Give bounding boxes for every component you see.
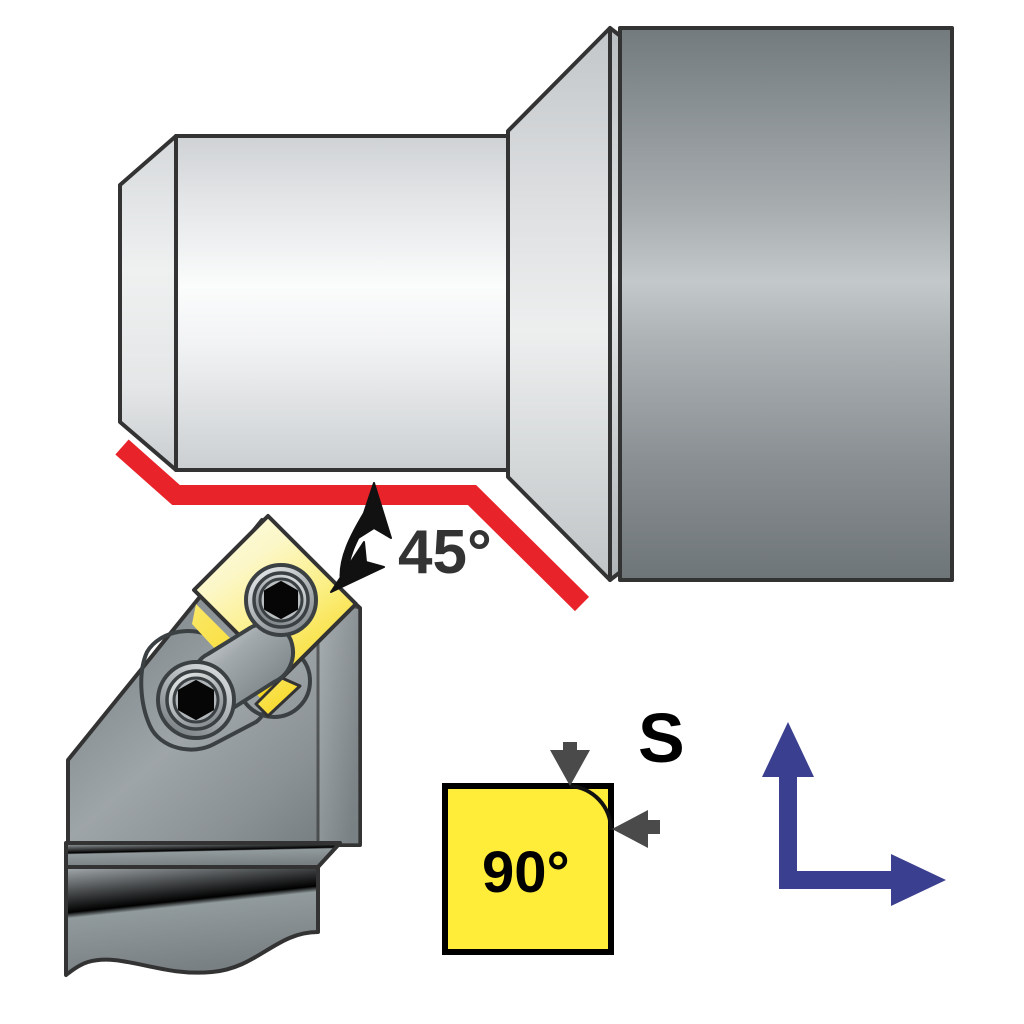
workpiece-group [118,26,954,582]
insert-detail-group [442,742,660,955]
workpiece-large-body [618,26,954,582]
insert-corner-angle-label: 90° [482,840,570,905]
axis-arrows-group [762,722,946,906]
workpiece-small-body [174,134,510,472]
upper-screw-hex-socket [264,581,298,619]
holder-shank-break [64,865,320,977]
holder-screw-pocket-outline [139,628,270,752]
angle-arrow-head-up [354,482,392,541]
insert-detail-arrow-top-head [550,750,590,786]
insert-detail-corner-arc [569,784,614,831]
holder-shank-top-strip [64,841,342,869]
insert-shape-code-label: S [638,699,685,777]
workpiece-taper [506,26,612,582]
insert-detail-arrow-right-stem [648,820,660,834]
insert-detail-arrow-right-head [612,810,648,848]
workpiece-left-end-face [118,134,178,472]
angle-arrow-head-down [330,541,385,593]
axis-arrow-vertical-shaft [779,772,797,889]
tool-holder-group [64,514,362,977]
axis-arrow-horizontal-head [891,854,946,906]
toolpath-group [115,439,590,612]
approach-angle-annotation [330,482,392,593]
lower-screw-group [156,660,236,740]
axis-arrow-vertical-head [762,722,814,777]
insert-lower-tail [254,676,302,718]
approach-angle-label: 45° [398,518,492,587]
toolpath-red-line [115,439,590,612]
axis-arrow-horizontal-shaft [779,871,894,889]
insert-detail-square [442,783,614,955]
insert-detail-arrow-right [612,810,660,848]
axis-arrow-vertical [762,722,814,889]
lower-screw-hex-socket [178,680,214,720]
insert-detail-arrow-top [550,742,590,786]
axis-arrow-horizontal [779,854,946,906]
upper-screw-group [244,563,318,637]
